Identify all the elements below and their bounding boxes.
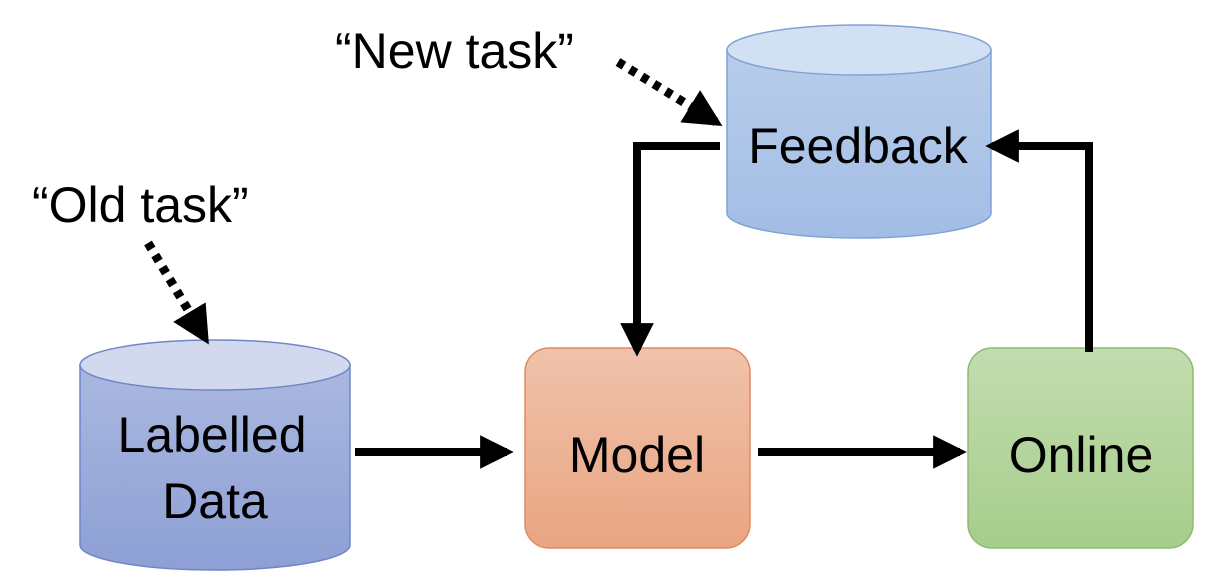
feedback-cylinder-body	[726, 49, 992, 239]
model-box: Model	[524, 347, 751, 549]
arrow-online-to-feedback	[985, 129, 1093, 352]
feedback-cylinder-top	[726, 24, 992, 76]
new-task-annotation: “New task”	[335, 23, 574, 79]
feedback-database: Feedback	[726, 24, 992, 239]
online-label: Online	[1009, 427, 1154, 483]
labelled-data-cylinder-body	[79, 364, 351, 571]
labelled-data-database: Labelled Data	[79, 339, 351, 571]
dotted-arrow-old-task	[144, 240, 209, 345]
labelled-data-label-line1: Labelled	[117, 407, 306, 463]
feedback-label: Feedback	[748, 118, 969, 174]
online-box: Online	[967, 347, 1194, 549]
labelled-data-label-line2: Data	[162, 473, 268, 529]
labelled-data-cylinder-top	[79, 339, 351, 391]
dotted-arrow-new-task	[615, 58, 723, 126]
arrow-feedback-to-model	[620, 142, 720, 357]
model-label: Model	[569, 427, 705, 483]
online-rect	[967, 347, 1194, 549]
old-task-annotation: “Old task”	[32, 177, 249, 233]
